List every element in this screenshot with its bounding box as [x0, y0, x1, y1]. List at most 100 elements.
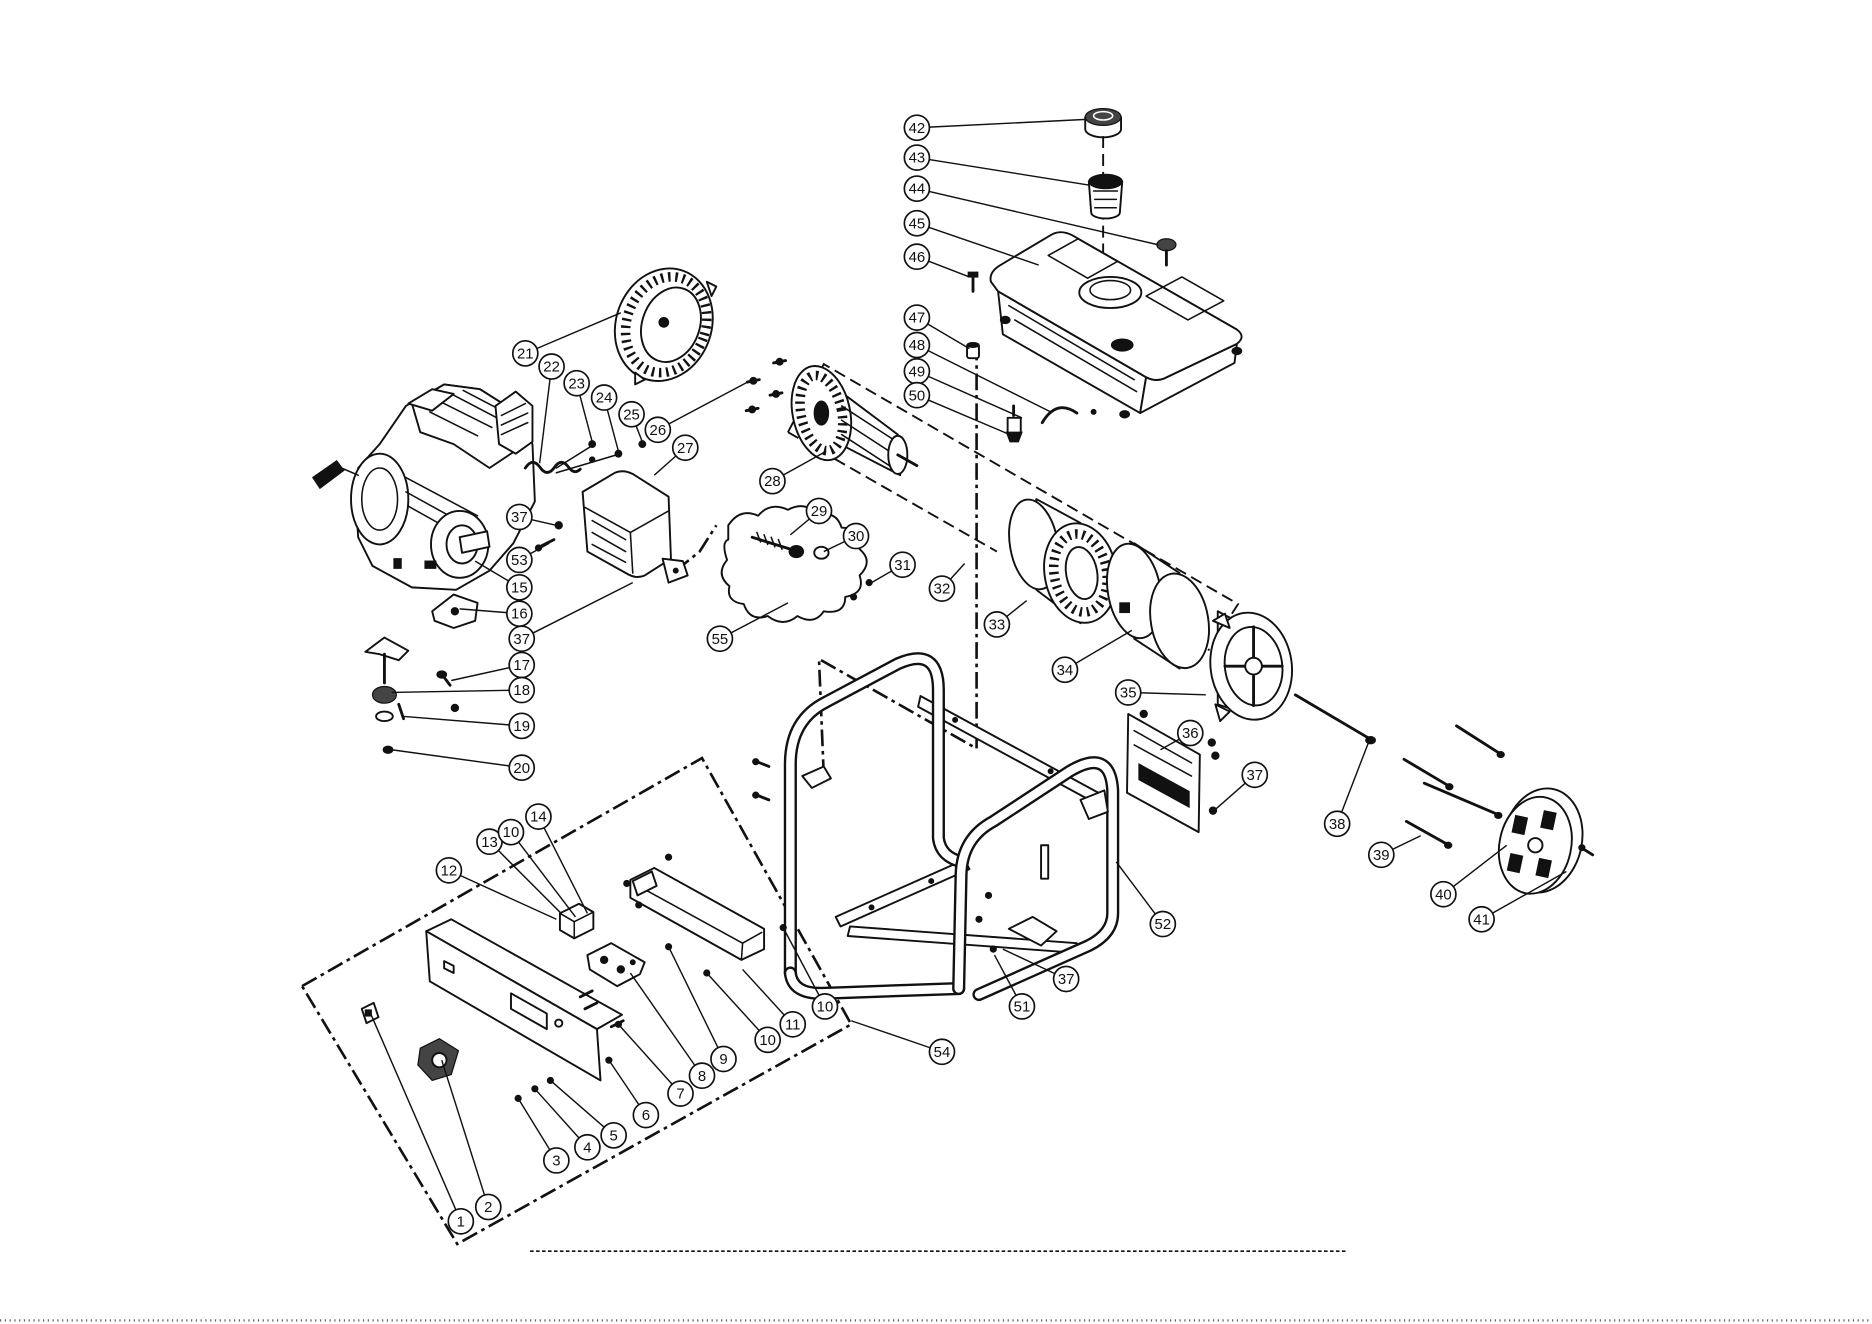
- callout-number: 3: [552, 1153, 560, 1170]
- callout-number: 31: [894, 557, 911, 574]
- leader-line: [1342, 740, 1370, 812]
- callout-number: 49: [909, 363, 926, 380]
- callout-number: 39: [1373, 847, 1390, 864]
- side-panel-detail: [1140, 710, 1147, 717]
- fuel-tank-assembly: [967, 109, 1242, 442]
- callout-number: 51: [1014, 999, 1031, 1016]
- frame-pin: [1041, 845, 1048, 878]
- exhaust-gasket-detail: [590, 457, 595, 462]
- leader-line: [1076, 630, 1132, 663]
- control-panel-group-detail: [617, 966, 624, 973]
- long-bolts-detail: [1424, 783, 1497, 814]
- callout-number: 47: [909, 310, 926, 327]
- callout-number: 9: [719, 1051, 727, 1068]
- callout-24: 24: [592, 385, 619, 451]
- callout-4: 4: [535, 1089, 600, 1160]
- callout-number: 38: [1329, 816, 1346, 833]
- control-panel-group-detail: [624, 880, 630, 886]
- callout-33: 33: [984, 601, 1026, 637]
- control-panel-group-detail: [780, 925, 786, 931]
- callout-number: 37: [511, 509, 528, 526]
- callout-number: 20: [513, 760, 530, 777]
- leader-line: [928, 400, 1012, 436]
- mount-rail-upper: [918, 696, 1098, 803]
- callout-39: 39: [1369, 836, 1421, 868]
- callout-number: 10: [759, 1032, 776, 1049]
- frame-detail: [990, 946, 996, 952]
- callout-54: 54: [851, 1021, 954, 1065]
- engine-detail: [425, 561, 436, 568]
- engine-bolt-detail: [540, 540, 554, 547]
- leader-line: [518, 1098, 550, 1149]
- fuel-strainer-detail: [1089, 174, 1122, 188]
- callout-46: 46: [904, 244, 969, 277]
- callout-number: 13: [481, 834, 498, 851]
- rear-cover-screw: [1579, 845, 1593, 855]
- muffler-guard: [599, 255, 728, 395]
- vibration-mounts-detail: [451, 704, 458, 711]
- callout-23: 23: [564, 371, 592, 442]
- frame-detail: [869, 905, 874, 910]
- leader-line: [442, 1060, 485, 1195]
- callout-52: 52: [1116, 862, 1175, 937]
- muffler: [583, 471, 688, 582]
- leader-line: [392, 690, 510, 692]
- leader-line: [460, 876, 556, 920]
- callout-38: 38: [1325, 740, 1370, 836]
- callout-26: 26: [645, 380, 752, 443]
- long-bolts-detail: [1457, 726, 1500, 753]
- tank-grommet-detail: [967, 343, 979, 348]
- callout-number: 48: [909, 337, 926, 354]
- rotor-bolts: [746, 358, 785, 412]
- engine-detail: [341, 468, 358, 475]
- callout-50: 50: [904, 383, 1012, 436]
- callout-40: 40: [1431, 845, 1507, 906]
- stator: [1003, 496, 1125, 629]
- end-bracket-detail: [1245, 658, 1262, 675]
- leader-line: [743, 969, 785, 1015]
- callout-number: 17: [513, 657, 530, 674]
- callout-19: 19: [402, 713, 534, 738]
- frame-detail: [1048, 769, 1053, 774]
- callout-number: 55: [712, 631, 729, 648]
- leader-line: [533, 583, 633, 633]
- long-bolts-detail: [1446, 784, 1453, 790]
- callout-3: 3: [518, 1098, 569, 1173]
- callout-17: 17: [451, 652, 534, 680]
- leader-line: [402, 716, 509, 725]
- leader-line: [929, 119, 1086, 127]
- callout-8: 8: [630, 973, 714, 1088]
- callout-number: 36: [1182, 725, 1199, 742]
- callout-number: 45: [909, 215, 926, 232]
- rear-cover-screw-detail: [1579, 845, 1585, 851]
- callout-14: 14: [526, 804, 587, 913]
- callout-18: 18: [392, 678, 535, 703]
- frame-detail: [753, 759, 759, 765]
- leader-line: [929, 227, 1039, 265]
- callout-number: 4: [583, 1139, 591, 1156]
- callout-number: 19: [513, 718, 530, 735]
- callout-2: 2: [442, 1060, 501, 1219]
- leader-line: [872, 571, 892, 583]
- callout-number: 10: [817, 999, 834, 1016]
- callout-number: 30: [848, 528, 865, 545]
- leader-line: [580, 395, 592, 441]
- frame-tab: [802, 766, 831, 787]
- rear-cover: [1490, 781, 1592, 901]
- through-bolt-gasket-detail: [866, 580, 872, 586]
- callout-34: 34: [1052, 630, 1131, 682]
- callout-number: 16: [511, 606, 528, 623]
- control-panel-group-detail: [601, 956, 608, 963]
- rotor-detail: [814, 401, 828, 425]
- frame-detail: [953, 718, 958, 723]
- callout-number: 11: [785, 1016, 800, 1033]
- fuel-strainer: [1089, 174, 1122, 218]
- fuel-tank: [991, 232, 1242, 418]
- callout-32: 32: [929, 564, 964, 602]
- rotor-bolts-detail: [773, 391, 780, 398]
- callout-number: 22: [543, 359, 560, 376]
- vibration-mounts: [365, 595, 477, 754]
- through-bolt-gasket-detail: [722, 506, 867, 622]
- leader-line: [950, 564, 964, 580]
- leader-line: [654, 456, 676, 475]
